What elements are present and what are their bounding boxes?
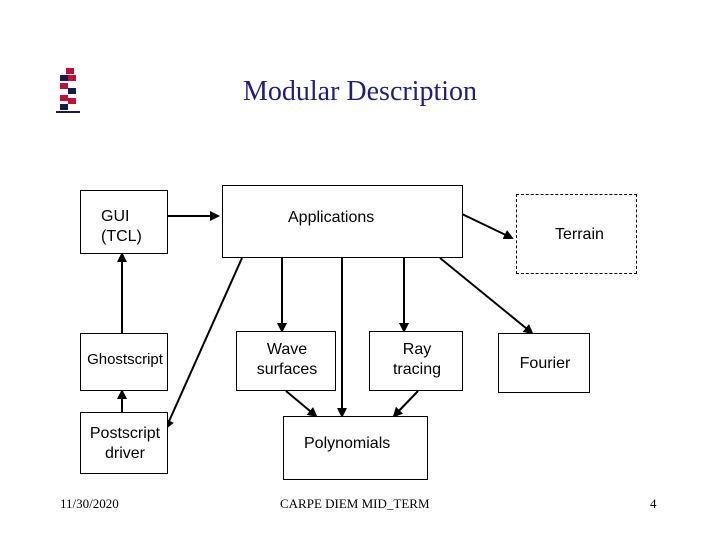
wave-surfaces-label: Wave surfaces [256,341,318,378]
gui-tcl-label: GUI (TCL) [101,208,142,245]
arrow-applications-to-fourier [439,257,534,335]
gui-tcl-box: GUI (TCL) [80,190,168,254]
arrow-wave-to-polynomials [285,390,318,418]
arrow-applications-to-terrain [461,213,514,240]
footer-date: 11/30/2020 [60,496,119,511]
page-number: 4 [650,496,657,511]
ghostscript-label: Ghostscript [87,351,163,368]
ray-tracing-label: Ray tracing [392,341,442,378]
arrow-applications-to-postscript [164,257,243,430]
applications-label: Applications [288,209,375,226]
arrow-ray-to-polynomials [392,390,419,418]
polynomials-label: Polynomials [304,435,391,452]
wave-surfaces-box: Wave surfaces [236,331,336,391]
applications-box: Applications [222,185,463,258]
terrain-box: Terrain [516,194,637,274]
fourier-box: Fourier [498,333,590,393]
postscript-driver-label: Postscript driver [89,425,161,462]
fourier-label: Fourier [519,355,571,372]
polynomials-box: Polynomials [283,416,428,480]
postscript-driver-box: Postscript driver [80,412,168,474]
footer-title: CARPE DIEM MID_TERM [280,496,430,511]
university-logo-icon [52,68,84,116]
ray-tracing-box: Ray tracing [369,331,463,391]
slide-title: Modular Description [242,76,478,107]
ghostscript-box: Ghostscript [80,333,168,391]
terrain-label: Terrain [555,226,604,243]
